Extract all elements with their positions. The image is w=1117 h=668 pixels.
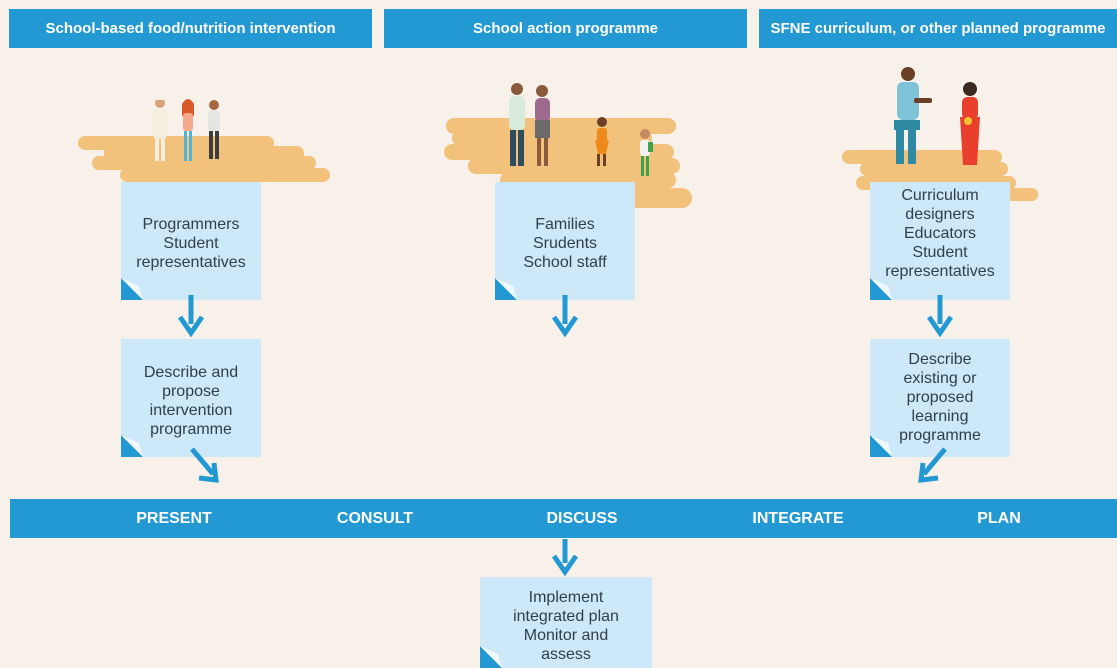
note-participants-right: Curriculum designers Educators Student r… [870, 182, 1010, 300]
arrow-down-middle-icon [551, 295, 579, 338]
header-sfne-curriculum: SFNE curriculum, or other planned progra… [759, 9, 1117, 48]
arrow-down-outcome-icon [551, 539, 579, 577]
arrow-down-left-icon [177, 295, 205, 338]
arrow-down-right-icon [926, 295, 954, 338]
fold-corner-icon [495, 278, 517, 300]
fold-corner-icon [121, 278, 143, 300]
header-label: SFNE curriculum, or other planned progra… [770, 20, 1106, 37]
stage-discuss: DISCUSS [546, 510, 618, 527]
note-describe-right: Describe existing or proposed learning p… [870, 339, 1010, 457]
note-text: Implement integrated plan Monitor and as… [513, 589, 619, 663]
note-outcome: Implement integrated plan Monitor and as… [480, 577, 652, 668]
sand-platform-left [78, 136, 330, 182]
people-left-illustration [153, 96, 220, 161]
note-text: Programmers Student representatives [136, 216, 246, 271]
fold-corner-icon [121, 435, 143, 457]
stage-present: PRESENT [136, 510, 212, 527]
note-participants-middle: Families Srudents School staff [495, 182, 635, 300]
people-right-illustration [894, 67, 980, 165]
fold-corner-icon [870, 278, 892, 300]
header-school-action-programme: School action programme [384, 9, 747, 48]
stage-integrate: INTEGRATE [752, 510, 844, 527]
arrow-diagonal-left-icon [190, 447, 219, 483]
note-text: Curriculum designers Educators Student r… [885, 187, 995, 280]
header-label: School-based food/nutrition intervention [45, 20, 336, 37]
people-middle-illustration [509, 83, 653, 176]
note-describe-left: Describe and propose intervention progra… [121, 339, 261, 457]
stage-plan: PLAN [977, 510, 1021, 527]
header-label: School action programme [472, 20, 659, 37]
stage-consult: CONSULT [336, 510, 414, 527]
note-text: Describe and propose intervention progra… [143, 364, 239, 438]
note-participants-left: Programmers Student representatives [121, 182, 261, 300]
fold-corner-icon [870, 435, 892, 457]
arrow-diagonal-right-icon [918, 447, 947, 483]
header-school-based-intervention: School-based food/nutrition intervention [9, 9, 372, 48]
fold-corner-icon [480, 646, 502, 668]
note-text: Describe existing or proposed learning p… [899, 351, 981, 444]
process-stage-band: PRESENT CONSULT DISCUSS INTEGRATE PLAN [10, 499, 1117, 538]
note-text: Families Srudents School staff [523, 216, 607, 271]
